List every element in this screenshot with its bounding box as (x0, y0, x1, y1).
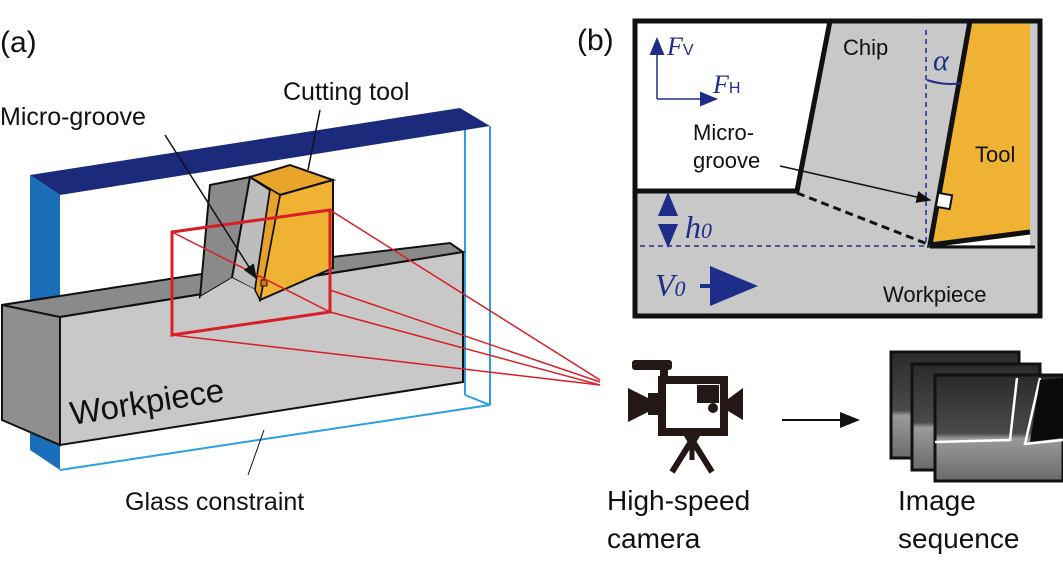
red-ray-4 (171, 334, 601, 386)
tripod-leg-right (689, 438, 715, 474)
panel-a-label: (a) (0, 26, 37, 59)
rake-angle-arc (926, 79, 963, 85)
panel-a: (a) (0, 26, 601, 516)
panel-b-border (632, 18, 1043, 319)
camera-lens (628, 388, 648, 422)
sequence-label-line1: Image (898, 485, 976, 516)
video-camera-icon (628, 360, 743, 474)
camera-lens-mount (648, 393, 658, 415)
micro-groove-leader (164, 134, 257, 280)
high-speed-camera: High-speed camera (607, 360, 750, 554)
cutting-tool-leader (307, 109, 321, 171)
red-ray-3 (329, 311, 601, 386)
workpiece-b-label: Workpiece (883, 282, 987, 307)
tool-rake-face (926, 20, 1031, 248)
image-sequence: Image sequence (889, 350, 1063, 554)
micro-groove-label: Micro-groove (0, 103, 146, 131)
glass-constraint-leader (247, 429, 265, 476)
chip-outline (934, 377, 1019, 444)
frame-bottom-edge (59, 404, 491, 471)
red-ray-5 (329, 289, 601, 383)
force-h-label: FH (712, 70, 740, 99)
micro-groove-b-line2: groove (693, 148, 760, 173)
camera-label-line2: camera (607, 523, 701, 554)
tripod-leg-left (669, 438, 695, 474)
chip-free-surface (635, 20, 833, 194)
panel-b-label: (b) (577, 24, 614, 57)
camera-label-line1: High-speed (607, 485, 750, 516)
sequence-label-line2: sequence (898, 523, 1019, 554)
tool-side-face (249, 176, 281, 303)
panel-b: (b) FV FH Chip α Micro- groove Tool (577, 18, 1043, 319)
frame-corner-edge (464, 394, 491, 406)
tool-dark-region (1030, 378, 1063, 442)
glass-constraint-label: Glass constraint (125, 488, 304, 516)
cutting-tool-shape (247, 163, 337, 303)
tool-region (930, 21, 1030, 245)
tool-label: Tool (975, 142, 1015, 167)
chip-label: Chip (843, 35, 888, 60)
alpha-label: α (933, 44, 950, 77)
v0-label: V0 (655, 267, 686, 303)
h0-label: h0 (685, 209, 712, 245)
camera-handle-post (660, 367, 668, 383)
frame-top-bar (30, 108, 490, 195)
air-region (635, 21, 830, 191)
workpiece-left-face (1, 294, 61, 447)
camera-button (708, 403, 718, 413)
cutting-tool-label: Cutting tool (283, 78, 409, 106)
micro-groove-square (934, 191, 954, 211)
frame-front (933, 373, 1063, 483)
force-v-label: FV (666, 32, 694, 61)
camera-display (697, 385, 719, 403)
chip-base (200, 278, 262, 310)
camera-viewfinder (728, 388, 743, 420)
micro-groove-arrow (779, 165, 932, 203)
micro-groove-marker (260, 279, 268, 287)
tool-outline (1023, 377, 1063, 446)
micro-groove-b-line1: Micro- (693, 120, 754, 145)
shear-plane (796, 191, 931, 247)
red-ray-2 (329, 209, 601, 381)
